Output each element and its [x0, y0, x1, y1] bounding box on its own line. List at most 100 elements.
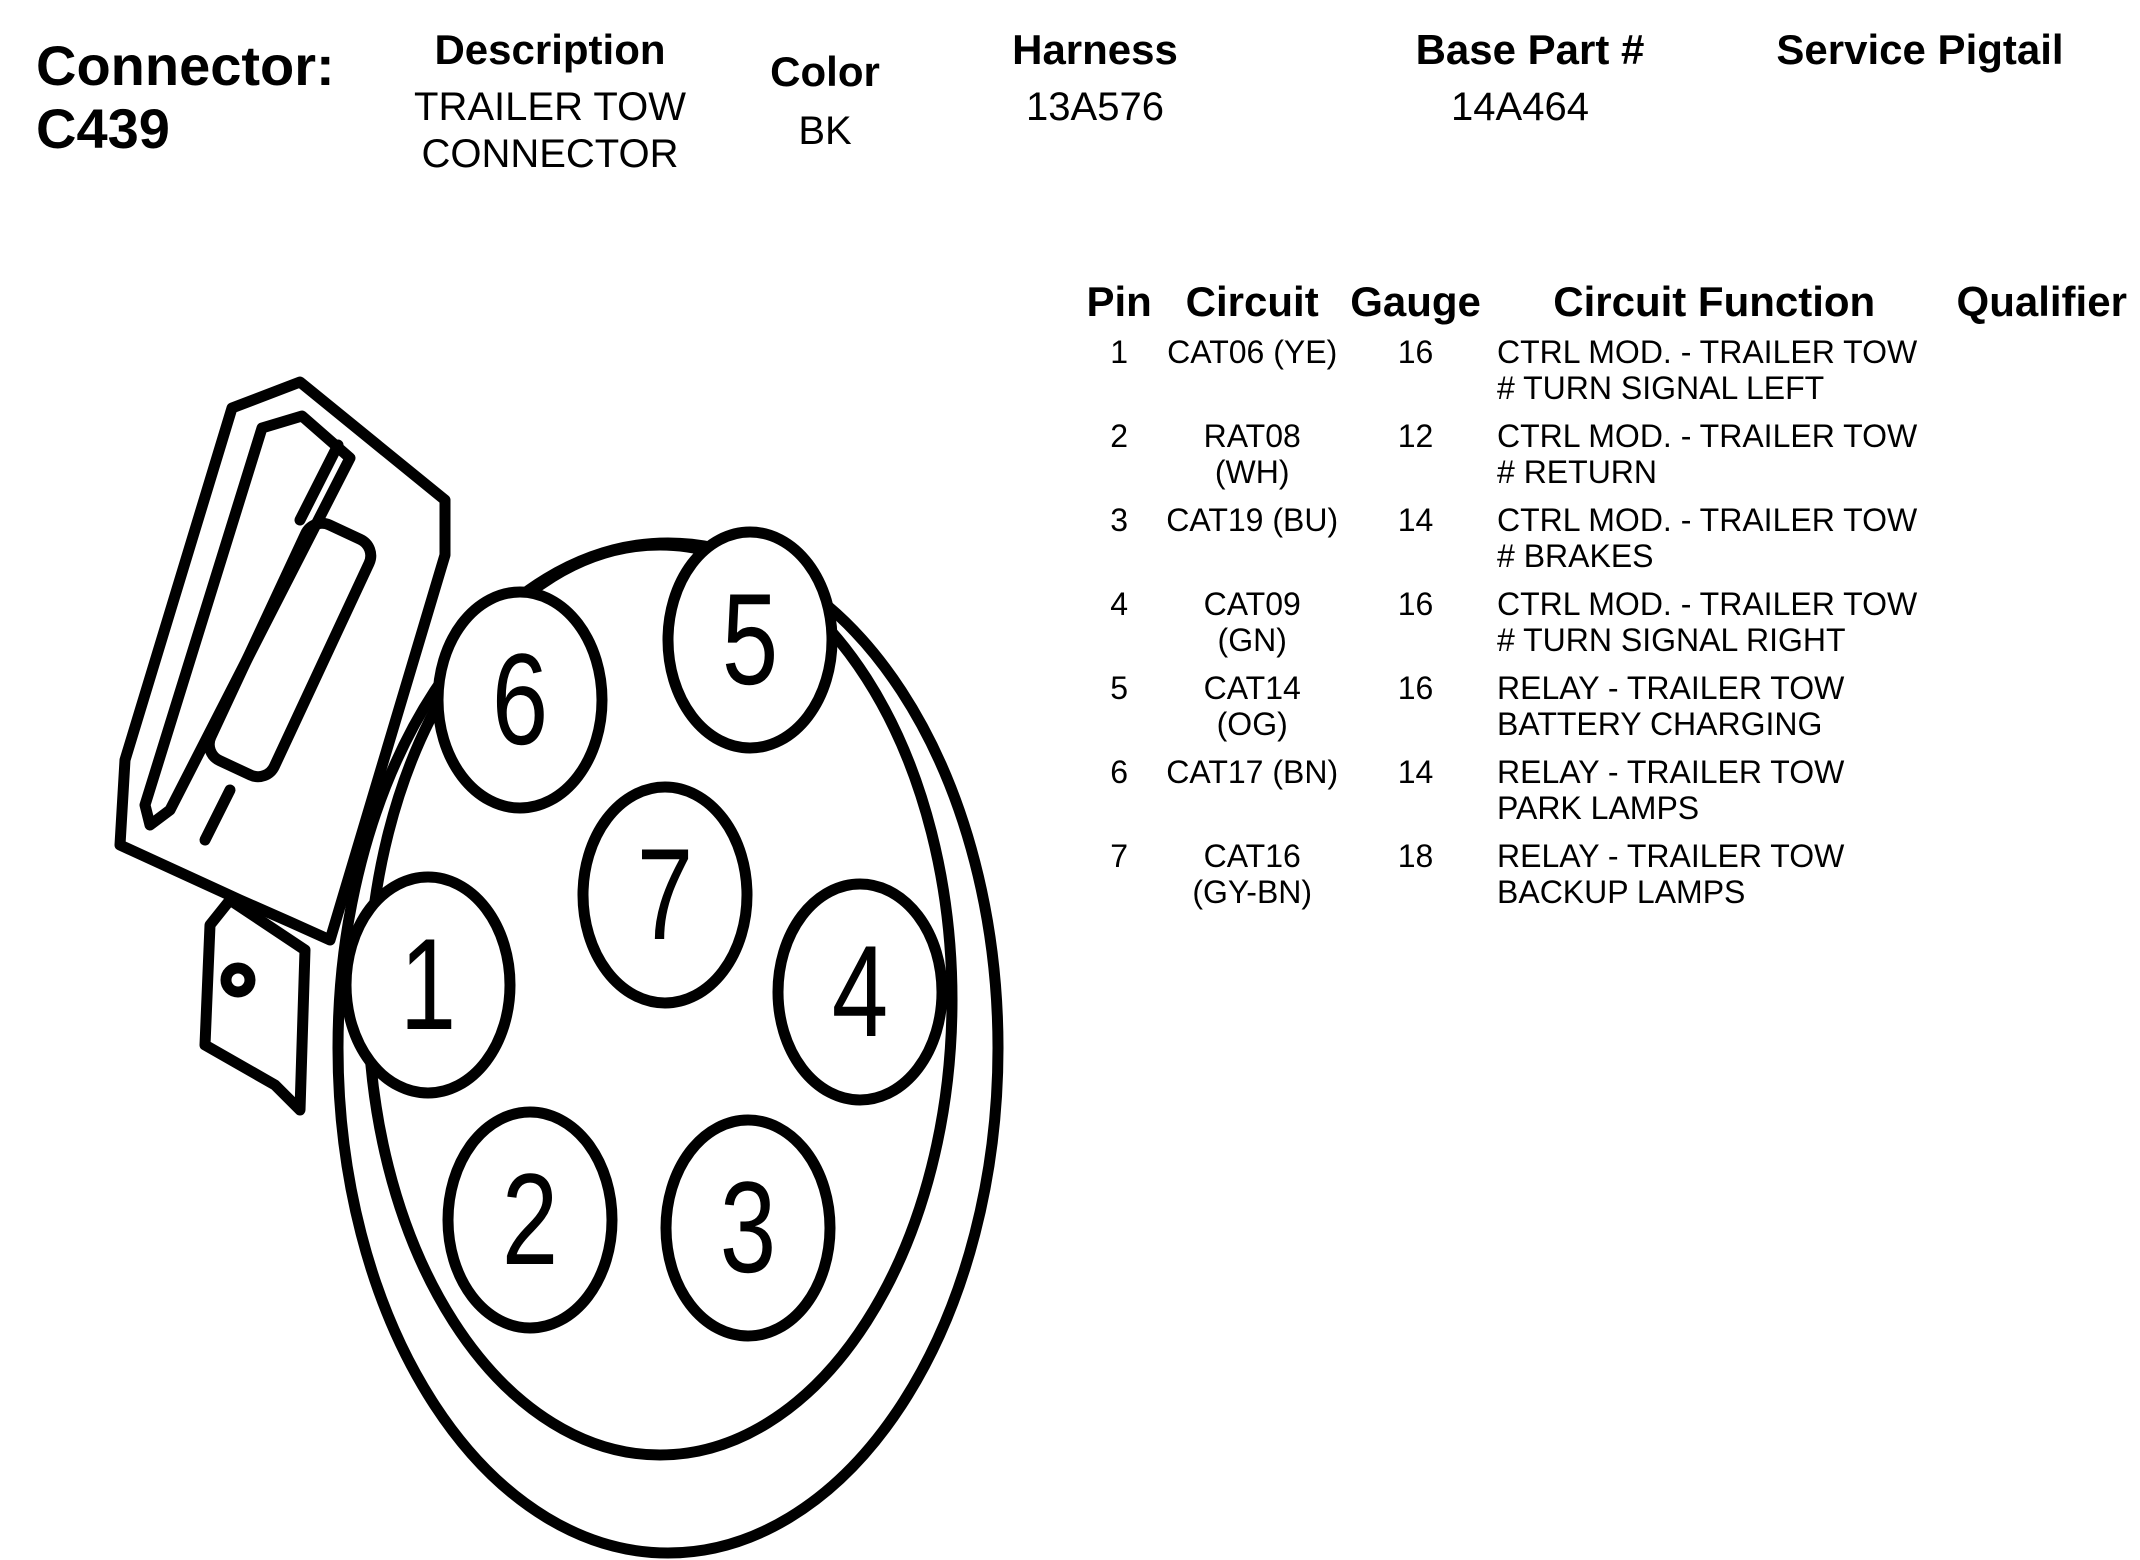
circuit-function-line: # BRAKES: [1497, 538, 1654, 574]
circuit-function-line: # RETURN: [1497, 454, 1658, 490]
wire-gauge: 12: [1397, 418, 1434, 454]
harness-header: Harness: [1012, 26, 1178, 73]
circuit-function-line: BATTERY CHARGING: [1497, 706, 1823, 742]
circuit-function: CTRL MOD. - TRAILER TOW# TURN SIGNAL LEF…: [1485, 334, 1943, 418]
circuit-function: CTRL MOD. - TRAILER TOW# TURN SIGNAL RIG…: [1485, 586, 1943, 670]
pin-label-4: 4: [832, 918, 888, 1064]
column-header-circuit-function: Circuit Function: [1553, 278, 1876, 325]
pin-cavity-3: [660, 1114, 836, 1342]
pin-cavities: 12 34 5 67: [340, 526, 948, 1342]
circuit-function-line: BACKUP LAMPS: [1497, 874, 1746, 910]
pin-label-2: 2: [502, 1146, 558, 1292]
wire-gauge: 16: [1397, 670, 1434, 706]
description-header: Description: [434, 26, 666, 73]
pin-number: 2: [1110, 418, 1129, 454]
circuit-code-line: CAT06 (YE): [1167, 334, 1338, 370]
circuit-code: RAT08(WH): [1158, 418, 1346, 502]
circuit-function-line: # TURN SIGNAL LEFT: [1497, 370, 1825, 406]
pin-label-1: 1: [400, 911, 456, 1057]
wire-gauge: 16: [1397, 334, 1434, 370]
circuit-code-line: CAT09: [1203, 586, 1301, 622]
circuit-function-line: RELAY - TRAILER TOW: [1497, 838, 1845, 874]
pin-cavity-7: [577, 781, 753, 1009]
pin-table: Pin Circuit Gauge Circuit Function Quali…: [1080, 278, 2140, 922]
circuit-code-line: (GN): [1217, 622, 1287, 658]
pin-number: 4: [1110, 586, 1129, 622]
pin-row-4: 4 CAT09(GN) 16 CTRL MOD. - TRAILER TOW# TUR…: [1080, 586, 2140, 670]
qualifier: [1943, 418, 2140, 502]
pin-cavity-4: [772, 878, 948, 1106]
column-header-gauge: Gauge: [1350, 278, 1481, 325]
connector-latch-outline: [114, 376, 451, 946]
circuit-function-line: # TURN SIGNAL RIGHT: [1497, 622, 1846, 658]
pin-label-3: 3: [720, 1154, 776, 1300]
circuit-code-line: CAT16: [1203, 838, 1301, 874]
qualifier: [1943, 334, 2140, 418]
pin-cavity-2: [442, 1106, 618, 1334]
wire-gauge: 14: [1397, 754, 1434, 790]
qualifier: [1943, 586, 2140, 670]
connector-title: Connector: C439: [36, 34, 335, 161]
circuit-function-line: RELAY - TRAILER TOW: [1497, 670, 1845, 706]
color-header: Color: [770, 48, 880, 95]
circuit-function-line: CTRL MOD. - TRAILER TOW: [1497, 334, 1918, 370]
circuit-code: CAT09(GN): [1158, 586, 1346, 670]
pin-cavity-1: [340, 871, 516, 1099]
pin-cavity-6: [432, 586, 608, 814]
circuit-code: CAT17 (BN): [1158, 754, 1346, 838]
connector-face-diagram: 12 34 5 67: [114, 376, 1004, 1559]
column-header-pin: Pin: [1086, 278, 1152, 325]
pin-row-3: 3 CAT19 (BU) 14 CTRL MOD. - TRAILER TOW# BR…: [1080, 502, 2140, 586]
wire-gauge: 16: [1397, 586, 1434, 622]
connector-latch-inner-outline: [139, 410, 356, 831]
circuit-code-line: CAT19 (BU): [1166, 502, 1339, 538]
circuit-code-line: CAT14: [1203, 670, 1301, 706]
pin-number: 7: [1110, 838, 1129, 874]
column-header-qualifier: Qualifier: [1956, 278, 2127, 325]
connector-id: C439: [36, 97, 170, 161]
circuit-function-line: RELAY - TRAILER TOW: [1497, 754, 1845, 790]
pin-label-6: 6: [492, 626, 548, 772]
latch-tab-link-bottom: [199, 784, 236, 846]
circuit-code-line: (OG): [1216, 706, 1288, 742]
pin-number: 3: [1110, 502, 1129, 538]
circuit-function-line: CTRL MOD. - TRAILER TOW: [1497, 586, 1918, 622]
description-value: TRAILER TOW CONNECTOR: [380, 84, 720, 178]
pin-table-header-row: Pin Circuit Gauge Circuit Function Quali…: [1080, 278, 2140, 334]
circuit-function: CTRL MOD. - TRAILER TOW# BRAKES: [1485, 502, 1943, 586]
pin-label-5: 5: [722, 566, 778, 712]
circuit-function-line: PARK LAMPS: [1497, 790, 1700, 826]
harness-value: 13A576: [1026, 85, 1164, 129]
circuit-code: CAT06 (YE): [1158, 334, 1346, 418]
wire-gauge: 14: [1397, 502, 1434, 538]
pin-row-2: 2 RAT08(WH) 12 CTRL MOD. - TRAILER TOW# RET…: [1080, 418, 2140, 502]
mounting-ear-outline: [199, 894, 311, 1116]
circuit-function-line: CTRL MOD. - TRAILER TOW: [1497, 418, 1918, 454]
circuit-code: CAT16(GY-BN): [1158, 838, 1346, 922]
circuit-code-line: RAT08: [1203, 418, 1301, 454]
pin-cavity-5: [662, 526, 838, 754]
connector-label: Connector:: [36, 34, 335, 97]
mounting-hole: [220, 962, 256, 998]
description-line-1: TRAILER TOW: [414, 85, 686, 129]
column-header-circuit: Circuit: [1185, 278, 1319, 325]
description-line-2: CONNECTOR: [421, 131, 679, 176]
pin-label-7: 7: [637, 821, 693, 967]
circuit-code: CAT14(OG): [1158, 670, 1346, 754]
qualifier: [1943, 838, 2140, 922]
qualifier: [1943, 670, 2140, 754]
circuit-function-line: CTRL MOD. - TRAILER TOW: [1497, 502, 1918, 538]
base-part-value: 14A464: [1451, 85, 1589, 129]
circuit-code-line: (WH): [1214, 454, 1290, 490]
color-value: BK: [798, 109, 852, 153]
circuit-code-line: (GY-BN): [1192, 874, 1313, 910]
base-part-header: Base Part #: [1415, 26, 1645, 73]
latch-tab-link-top: [294, 439, 344, 526]
